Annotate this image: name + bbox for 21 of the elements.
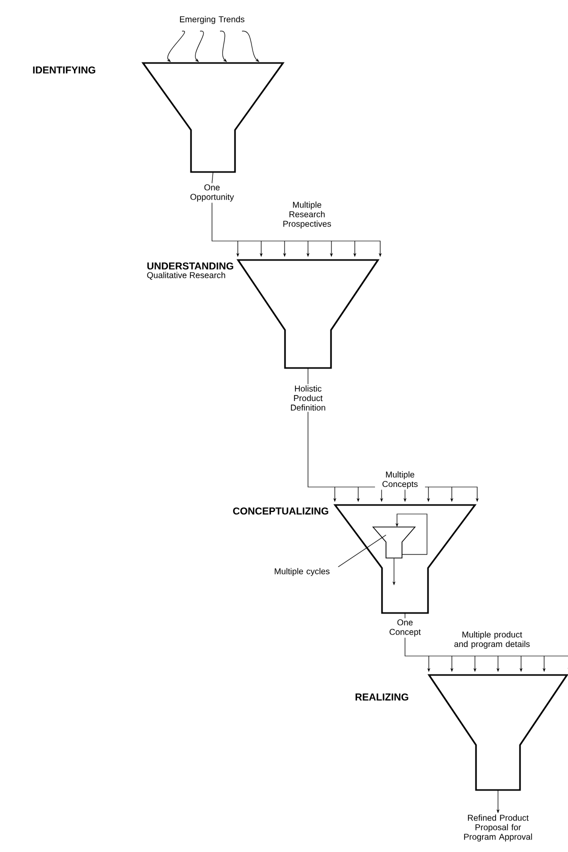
- node-text: Emerging Trends: [180, 16, 244, 24]
- funnel-drawing: UNDERSTANDING Qualitative Research: [147, 259, 380, 369]
- connector-line: [212, 172, 214, 184]
- edge-label: Multiple Concepts: [375, 470, 425, 490]
- node-label: CONCEPTUALIZING: [233, 507, 328, 515]
- funnel-drawing: IDENTIFYING: [33, 62, 285, 173]
- node-label: Qualitative Research: [147, 272, 226, 280]
- node-label: REALIZING: [356, 693, 408, 701]
- funnel-drawing: REALIZING: [356, 674, 568, 791]
- node-text: Holistic Product Definition: [290, 385, 326, 411]
- node-text: One Opportunity: [190, 184, 234, 202]
- arrow: [194, 30, 204, 62]
- edge-label: Multiple Research Prospectives: [276, 200, 338, 230]
- node-label: IDENTIFYING: [33, 66, 96, 74]
- node-text: One Concept: [390, 619, 421, 637]
- edge-label: Multiple product and program details: [450, 630, 534, 650]
- node-label: UNDERSTANDING: [147, 262, 234, 270]
- leader-line: [338, 534, 386, 568]
- connector-line: [404, 613, 406, 618]
- node-text: Refined Product Proposal for Program Approval: [464, 814, 532, 842]
- node-text: Multiple cycles: [274, 568, 330, 576]
